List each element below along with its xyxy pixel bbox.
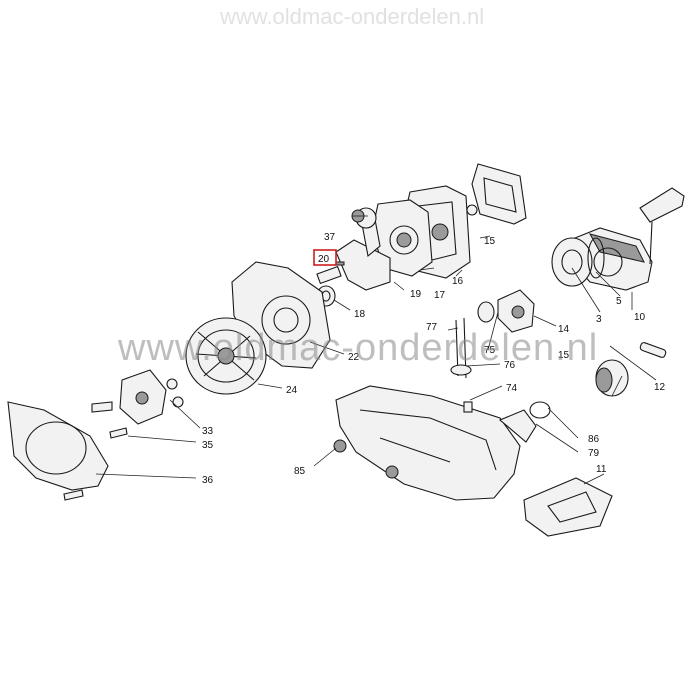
highlight-box-20 bbox=[313, 249, 337, 266]
watermark-top: www.oldmac-onderdelen.nl bbox=[219, 4, 484, 29]
label-36: 36 bbox=[202, 475, 214, 486]
label-86: 86 bbox=[588, 434, 600, 445]
crankshaft bbox=[316, 207, 391, 291]
flywheel bbox=[185, 317, 267, 395]
o-ring bbox=[529, 401, 551, 419]
primer-assembly bbox=[477, 289, 535, 333]
label-24: 24 bbox=[286, 385, 298, 396]
label-15-top: 15 bbox=[484, 236, 496, 247]
label-75: 75 bbox=[484, 345, 496, 356]
clutch-assembly bbox=[119, 369, 184, 425]
screw bbox=[109, 427, 128, 439]
fuel-cap bbox=[595, 359, 629, 397]
label-15-mid: 15 bbox=[558, 350, 570, 361]
fuel-lines bbox=[450, 317, 473, 413]
watermark-main: www.oldmac-onderdelen.nl bbox=[117, 327, 598, 369]
gasket-plate bbox=[466, 163, 527, 225]
clutch-bolt bbox=[91, 401, 113, 413]
label-18: 18 bbox=[354, 309, 366, 320]
label-12: 12 bbox=[654, 382, 666, 393]
label-16: 16 bbox=[452, 276, 464, 287]
fuel-tank bbox=[333, 385, 537, 501]
key-pin bbox=[335, 261, 345, 266]
label-33: 33 bbox=[202, 426, 214, 437]
fuel-filter-body bbox=[639, 342, 667, 358]
label-35: 35 bbox=[202, 440, 214, 451]
label-76: 76 bbox=[504, 360, 516, 371]
label-14: 14 bbox=[558, 324, 570, 335]
label-5: 5 bbox=[616, 296, 622, 307]
starter-pulley bbox=[551, 237, 605, 287]
skid-plate bbox=[523, 477, 613, 537]
label-77: 77 bbox=[426, 322, 438, 333]
label-3: 3 bbox=[596, 314, 602, 325]
label-11: 11 bbox=[596, 464, 607, 475]
label-22: 22 bbox=[348, 352, 360, 363]
label-37: 37 bbox=[324, 232, 336, 243]
clutch-cover bbox=[7, 401, 109, 501]
label-79: 79 bbox=[588, 448, 600, 459]
label-85: 85 bbox=[294, 466, 306, 477]
label-74: 74 bbox=[506, 383, 518, 394]
label-17: 17 bbox=[434, 290, 446, 301]
leader-lines bbox=[95, 215, 657, 485]
label-20: 20 bbox=[318, 254, 330, 265]
label-10: 10 bbox=[634, 312, 646, 323]
label-19: 19 bbox=[410, 289, 422, 300]
